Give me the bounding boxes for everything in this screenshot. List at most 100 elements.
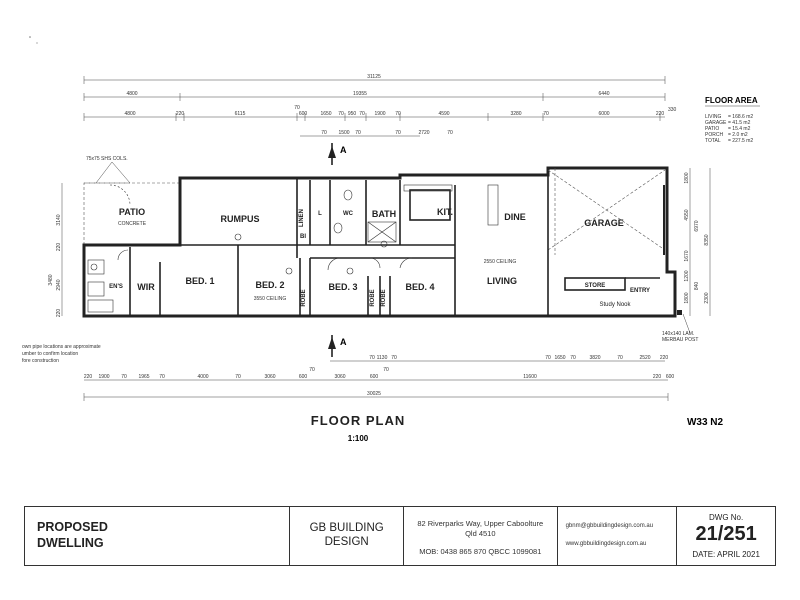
dim-top3-3: 70 xyxy=(395,130,401,136)
dim-left-1: 220 xyxy=(56,243,62,252)
drawing-title: FLOOR PLAN xyxy=(311,413,406,428)
room-label-study-nook: Study Nook xyxy=(599,302,631,308)
room-label-living: LIVING xyxy=(487,276,517,286)
dim-left-2: 3480 xyxy=(48,274,54,285)
room-label-bi: BI xyxy=(300,234,306,240)
section-label-bottom: A xyxy=(340,337,347,347)
dim-top3-1: 1500 xyxy=(338,130,349,136)
dim-top2-5: 1650 xyxy=(320,111,331,117)
dim-top1-2: 6440 xyxy=(598,91,609,97)
dim-bot2-0: 220 xyxy=(84,374,93,380)
dim-top1-1: 19355 xyxy=(353,91,367,97)
title-block-contact: gbnm@gbbuildingdesign.com.au www.gbbuild… xyxy=(558,507,678,565)
dim-bot2-14: 220 xyxy=(653,374,662,380)
room-label-store: STORE xyxy=(585,283,606,289)
room-label-wir: WIR xyxy=(137,282,155,292)
dim-top2-8: 70 xyxy=(359,111,365,117)
fa-value-3: = 2.0 m2 xyxy=(728,132,748,138)
room-label-entry: ENTRY xyxy=(630,288,650,294)
dim-bot1-0: 70 xyxy=(369,355,375,361)
dim-top3-0: 70 xyxy=(321,130,327,136)
dim-bot2-9: 70 xyxy=(309,367,315,373)
fa-label-3: PORCH xyxy=(705,132,723,138)
address-line-1: 82 Riverparks Way, Upper Caboolture xyxy=(417,519,544,528)
dim-bot2-5: 4000 xyxy=(197,374,208,380)
website-text: www.gbbuildingdesign.com.au xyxy=(565,541,647,547)
left-dimensions: 3140 220 3480 2940 220 xyxy=(48,183,63,318)
dim-bot2-3: 1965 xyxy=(138,374,149,380)
dim-bot1-1: 1130 xyxy=(377,355,388,361)
dim-top2-1: 220 xyxy=(176,111,185,117)
dim-top2-9: 1900 xyxy=(374,111,385,117)
dim-bot1-9: 220 xyxy=(660,355,669,361)
room-label-linen: LINEN xyxy=(299,209,305,227)
dim-left-4: 220 xyxy=(56,309,62,318)
room-label-ens: EN'S xyxy=(109,284,123,290)
dim-bot1-7: 70 xyxy=(617,355,623,361)
dim-bot2-7: 3060 xyxy=(264,374,275,380)
building-outline xyxy=(82,166,677,318)
interior-walls xyxy=(84,175,660,316)
room-label-patio: PATIO xyxy=(119,207,145,217)
room-label-bed2: BED. 2 xyxy=(255,280,284,290)
project-line-1: PROPOSED xyxy=(37,520,108,534)
dim-left-0: 3140 xyxy=(56,214,62,225)
fa-label-2: PATIO xyxy=(705,126,719,132)
dim-bot2-1: 1900 xyxy=(98,374,109,380)
note-bed2-ceiling: 3550 CEILING xyxy=(254,296,287,302)
dim-left-3: 2940 xyxy=(56,279,62,290)
fa-label-4: TOTAL xyxy=(705,138,721,144)
dim-bot2-2: 70 xyxy=(121,374,127,380)
dim-right-6: 840 xyxy=(694,282,700,291)
dim-top3-5: 70 xyxy=(447,130,453,136)
dim-right-1: 4550 xyxy=(684,209,690,220)
fa-value-4: = 227.5 m2 xyxy=(728,138,753,144)
room-label-bed3: BED. 3 xyxy=(328,282,357,292)
section-marker-bottom: A xyxy=(328,335,347,357)
dim-right-0: 1800 xyxy=(684,172,690,183)
dim-bot1-5: 70 xyxy=(570,355,576,361)
title-block-project: PROPOSED DWELLING xyxy=(25,507,291,565)
note-pipe-2: umber to confirm location xyxy=(22,351,78,357)
dim-right-small: 330 xyxy=(668,107,677,113)
title-block-drawing-number: DWG No. 21/251 DATE: APRIL 2021 xyxy=(677,507,775,565)
dim-right-5: 1200 xyxy=(684,270,690,281)
dwg-label: DWG No. xyxy=(709,513,744,522)
drawing-scale: 1:100 xyxy=(348,434,369,443)
dwg-date: DATE: APRIL 2021 xyxy=(692,550,760,559)
dim-overall-bottom: 30025 xyxy=(367,391,381,397)
dim-right-4: 1670 xyxy=(684,250,690,261)
project-line-2: DWELLING xyxy=(37,536,104,550)
dim-overall-top: 31125 xyxy=(367,74,381,80)
dim-bot2-8: 600 xyxy=(299,374,308,380)
dim-top2-4: 600 xyxy=(299,111,308,117)
dim-top3-4: 2720 xyxy=(418,130,429,136)
note-shs-cols: 75x75 SHS COLS. xyxy=(86,156,128,162)
fa-label-1: GARAGE xyxy=(705,120,727,126)
fixtures xyxy=(87,184,691,334)
room-label-l: L xyxy=(318,211,322,217)
dim-bot1-8: 2520 xyxy=(639,355,650,361)
dim-top1-0: 4800 xyxy=(126,91,137,97)
dim-right-2: 6970 xyxy=(694,220,700,231)
dim-top2-6: 70 xyxy=(338,111,344,117)
dim-bot1-4: 1650 xyxy=(554,355,565,361)
dim-bot1-2: 70 xyxy=(391,355,397,361)
dim-right-8: 2300 xyxy=(704,292,710,303)
dim-top2-14: 6000 xyxy=(598,111,609,117)
floor-area-heading: FLOOR AREA xyxy=(705,96,758,105)
dim-top3-2: 70 xyxy=(355,130,361,136)
dim-top2-7: 950 xyxy=(348,111,357,117)
room-label-bed4: BED. 4 xyxy=(405,282,434,292)
dim-bot2-6: 70 xyxy=(235,374,241,380)
dim-top2-3: 70 xyxy=(294,105,300,111)
title-block: PROPOSED DWELLING GB BUILDING DESIGN 82 … xyxy=(24,506,776,566)
dim-bot2-4: 70 xyxy=(159,374,165,380)
title-block-address: 82 Riverparks Way, Upper Caboolture Qld … xyxy=(404,507,558,565)
dim-bot1-3: 70 xyxy=(545,355,551,361)
dim-bot2-10: 3060 xyxy=(334,374,345,380)
note-living-ceiling: 2550 CEILING xyxy=(484,259,517,265)
dim-bot1-6: 3820 xyxy=(589,355,600,361)
dim-top2-0: 4800 xyxy=(124,111,135,117)
